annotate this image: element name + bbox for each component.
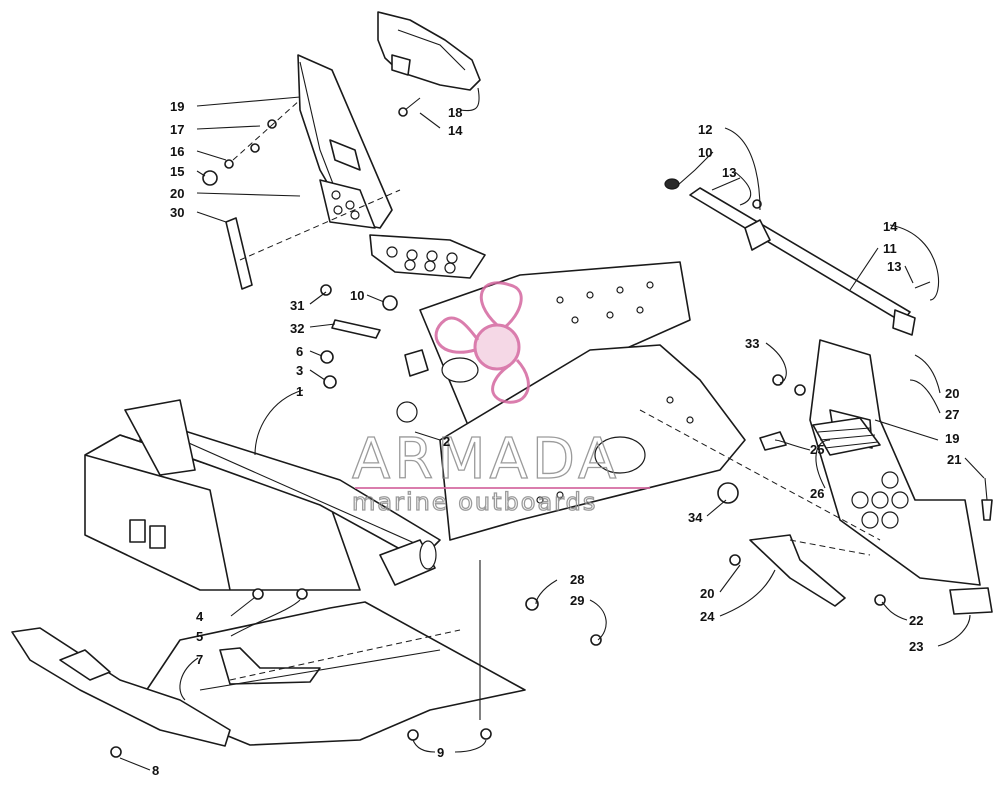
- callout-19: 19: [170, 99, 184, 114]
- callout-2: 2: [443, 434, 450, 449]
- callout-22: 22: [909, 613, 923, 628]
- callout-13-right: 13: [887, 259, 901, 274]
- callout-20-right: 20: [945, 386, 959, 401]
- callout-labels: 19 17 16 15 20 30 18 14 12 10 13 14 11 1…: [152, 99, 961, 778]
- callout-13: 13: [722, 165, 736, 180]
- watermark-brand: ARMADA: [352, 427, 620, 492]
- steering-arm-assembly: [639, 177, 993, 615]
- callout-15: 15: [170, 164, 184, 179]
- callout-26: 26: [810, 486, 824, 501]
- steering-post-assembly: [202, 11, 486, 290]
- watermark-tagline: marine outboards: [352, 488, 597, 516]
- callout-5: 5: [196, 629, 203, 644]
- callout-31: 31: [290, 298, 304, 313]
- part-18-cover: [377, 11, 481, 91]
- callout-23: 23: [909, 639, 923, 654]
- part-19-right-bracket: [809, 339, 981, 586]
- callout-30: 30: [170, 205, 184, 220]
- callout-18: 18: [448, 105, 462, 120]
- callout-20-lower: 20: [700, 586, 714, 601]
- part-1-front-plate: [439, 344, 746, 541]
- mesh-26: [812, 417, 881, 456]
- callout-27: 27: [945, 407, 959, 422]
- callout-24: 24: [700, 609, 715, 624]
- callout-10-center: 10: [350, 288, 364, 303]
- callout-14: 14: [448, 123, 463, 138]
- callout-19-right: 19: [945, 431, 959, 446]
- part-24-bracket: [749, 534, 846, 607]
- callout-28: 28: [570, 572, 584, 587]
- callout-6: 6: [296, 344, 303, 359]
- callout-3: 3: [296, 363, 303, 378]
- part-30-rod: [225, 217, 253, 290]
- fasteners: [252, 284, 886, 646]
- propeller-logo-icon: [434, 281, 530, 404]
- callout-25: 25: [810, 442, 824, 457]
- callout-16: 16: [170, 144, 184, 159]
- main-chassis: [84, 261, 746, 591]
- part-23-plate: [949, 587, 993, 615]
- leader-lines: [119, 87, 985, 771]
- brand-watermark: ARMADA marine outboards: [351, 281, 650, 517]
- callout-11: 11: [883, 241, 897, 256]
- callout-12: 12: [698, 122, 712, 137]
- callout-20: 20: [170, 186, 184, 201]
- frame-holes: [536, 281, 694, 504]
- callout-14-right: 14: [883, 219, 898, 234]
- callout-8: 8: [152, 763, 159, 778]
- callout-33: 33: [745, 336, 759, 351]
- callout-29: 29: [570, 593, 584, 608]
- callout-34: 34: [688, 510, 703, 525]
- callout-4: 4: [196, 609, 204, 624]
- part-11-steering-arm: [689, 187, 911, 323]
- callout-7: 7: [196, 652, 203, 667]
- callout-1: 1: [296, 384, 303, 399]
- callout-32: 32: [290, 321, 304, 336]
- callout-17: 17: [170, 122, 184, 137]
- callout-21: 21: [947, 452, 961, 467]
- callout-9: 9: [437, 745, 444, 760]
- callout-10: 10: [698, 145, 712, 160]
- belly-pan: [11, 601, 526, 758]
